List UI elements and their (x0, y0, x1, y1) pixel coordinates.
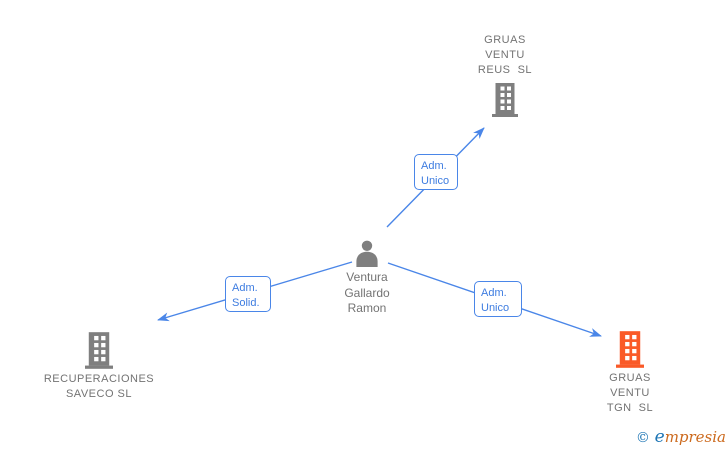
brand-initial: e (654, 427, 665, 447)
edge-label-line: Adm. (481, 287, 507, 299)
person-icon (356, 240, 378, 267)
company-name-line: GRUAS (484, 34, 526, 46)
building-icon (492, 83, 518, 117)
company-name: GRUAS VENTU REUS SL (478, 33, 532, 78)
edge-label-adm-solid-left[interactable]: Adm. Solid. (225, 276, 271, 312)
building-icon (616, 331, 644, 368)
empresia-watermark: © empresia (636, 427, 726, 447)
company-node-gruas-ventu-reus[interactable]: GRUAS VENTU REUS SL (445, 33, 565, 117)
company-name-line: VENTU (485, 49, 525, 61)
edge-label-line: Adm. (421, 160, 447, 172)
edge-label-line: Unico (421, 174, 450, 187)
company-name-line: VENTU (610, 387, 650, 399)
company-node-gruas-ventu-tgn[interactable]: GRUAS VENTU TGN SL (568, 331, 692, 416)
building-icon (85, 332, 113, 369)
edge-label-line: Unico (481, 301, 510, 314)
company-name-line: TGN SL (606, 402, 654, 414)
edge-label-adm-unico-top[interactable]: Adm. Unico (414, 154, 458, 190)
company-name-line: SAVECO SL (65, 388, 133, 400)
person-name-line: Ramon (347, 301, 387, 315)
brand-rest: mpresia (664, 428, 726, 446)
edge-label-adm-unico-right[interactable]: Adm. Unico (474, 281, 522, 317)
person-name: Ventura Gallardo Ramon (344, 270, 389, 317)
company-name: GRUAS VENTU TGN SL (607, 371, 653, 416)
edge-label-line: Solid. (232, 296, 260, 309)
company-name-line: REUS SL (477, 64, 533, 76)
company-name-line: GRUAS (609, 372, 651, 384)
company-name-line: RECUPERACIONES (43, 373, 155, 385)
company-name: RECUPERACIONES SAVECO SL (44, 372, 154, 402)
edge-label-line: Adm. (232, 282, 258, 294)
person-node-ventura-gallardo-ramon[interactable]: Ventura Gallardo Ramon (315, 239, 419, 317)
person-name-line: Gallardo (344, 285, 390, 300)
company-node-recuperaciones-saveco[interactable]: RECUPERACIONES SAVECO SL (14, 332, 184, 402)
person-name-line: Ventura (346, 270, 388, 284)
copyright-symbol: © (635, 430, 650, 446)
